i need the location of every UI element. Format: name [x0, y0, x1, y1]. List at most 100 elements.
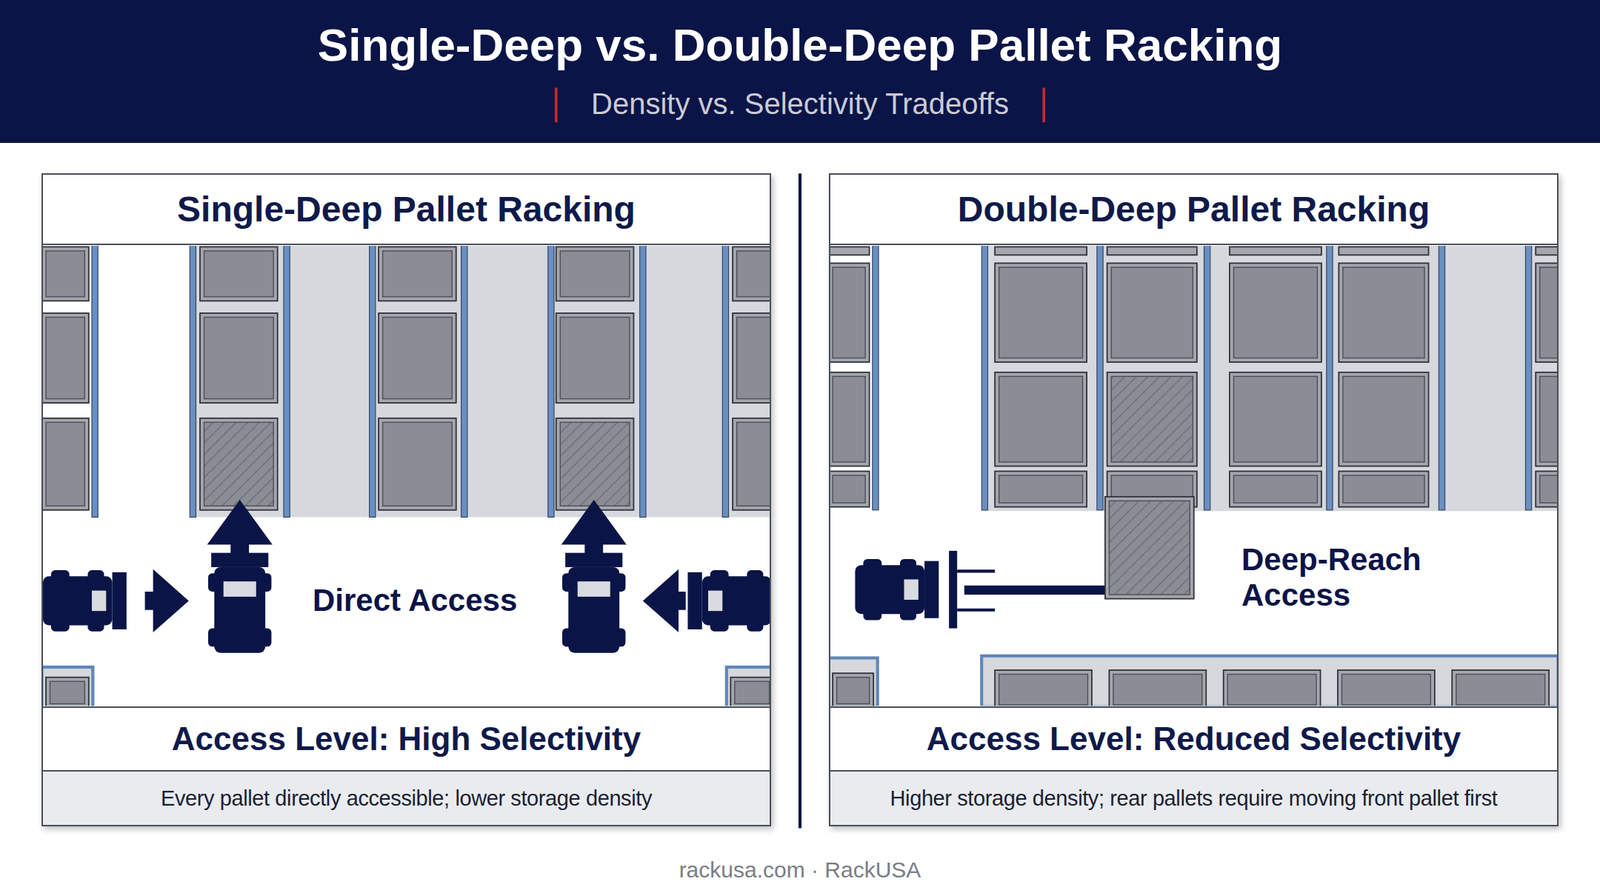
direction-arrow: [561, 500, 627, 555]
pallet: [829, 262, 870, 363]
pallet: [994, 246, 1087, 255]
panel-heading-band: Double-Deep Pallet Racking: [830, 174, 1558, 246]
pallet: [1338, 372, 1429, 467]
pallet: [1535, 372, 1558, 467]
pallet: [42, 313, 89, 403]
pallet-top: [999, 674, 1089, 706]
subtitle: Density vs. Selectivity Tradeoffs: [414, 86, 1186, 121]
pallet-top: [1456, 674, 1546, 706]
pallet-top: [999, 267, 1083, 359]
forklift-wheels: [562, 628, 626, 648]
rack-panel: Double-Deep Pallet RackingAccess Level: …: [828, 173, 1559, 827]
panel-heading-band: Single-Deep Pallet Racking: [42, 174, 770, 246]
pallet: [994, 262, 1087, 363]
rack-upright: [548, 245, 555, 518]
description-band: Every pallet directly accessible; lower …: [42, 770, 770, 826]
pallet: [1107, 372, 1198, 467]
direction-arrow: [145, 569, 189, 633]
description-band: Higher storage density; rear pallets req…: [830, 770, 1558, 826]
rack-upright: [1438, 245, 1445, 511]
forklift-mast: [211, 553, 269, 568]
reach-arm: [957, 608, 995, 612]
pallet-top: [1227, 674, 1317, 706]
callout-label: Deep-Reach Access: [1238, 540, 1467, 616]
pallet: [378, 246, 457, 301]
forklift-seat: [708, 591, 723, 612]
pallet: [1107, 262, 1198, 363]
forklift-mast: [924, 561, 939, 619]
pallet: [1229, 262, 1322, 363]
forklift: [561, 500, 627, 654]
pallet: [1337, 670, 1435, 706]
callout-label: Direct Access: [309, 581, 520, 620]
forklift-wheels: [746, 570, 763, 632]
pallet-top: [560, 422, 630, 506]
band-text: Access Level: High Selectivity: [171, 720, 641, 758]
rack-upright: [461, 245, 468, 518]
forklift-wheels: [862, 559, 882, 621]
panel-heading: Single-Deep Pallet Racking: [177, 188, 636, 230]
pallet: [994, 372, 1087, 467]
pallet-top: [49, 681, 85, 704]
rack-upright: [1326, 245, 1333, 511]
pallet-top: [832, 475, 866, 503]
forklift: [854, 559, 939, 621]
pallet: [1108, 670, 1206, 706]
single-deep-illustration: [42, 245, 771, 706]
pallet-top: [832, 267, 866, 359]
pallet-top: [1342, 475, 1425, 503]
pallet-top: [204, 317, 275, 399]
pallet: [1535, 471, 1558, 507]
pallet: [829, 372, 870, 467]
rack-frame: [42, 667, 93, 706]
pallet: [1451, 670, 1549, 706]
pallet: [556, 246, 635, 301]
pallet: [42, 246, 89, 301]
pallet: [832, 673, 874, 706]
pallet: [994, 670, 1092, 706]
forklift-seat: [904, 579, 919, 600]
rack-upright: [1525, 245, 1532, 511]
band-text: Higher storage density; rear pallets req…: [890, 786, 1498, 812]
forklift-seat: [223, 581, 257, 598]
pallet-top: [1540, 376, 1558, 463]
pallet: [730, 677, 771, 707]
pallet-top: [999, 475, 1083, 503]
forklift-wheels: [208, 628, 272, 648]
pallet-top: [560, 251, 630, 298]
pallet-top: [1111, 267, 1193, 359]
pallet-top: [1233, 267, 1318, 359]
pallet-top: [1113, 674, 1203, 706]
rack-upright: [872, 245, 879, 511]
pallet: [1223, 670, 1321, 706]
rack-upright: [722, 245, 729, 518]
pallet: [378, 313, 457, 403]
direction-arrow: [207, 500, 273, 555]
rack-upright: [189, 245, 196, 518]
rack-upright: [91, 245, 98, 518]
band-text: Every pallet directly accessible; lower …: [160, 786, 652, 812]
pallet-top: [1342, 267, 1425, 359]
pallet-top: [1341, 674, 1431, 706]
divider: [798, 173, 802, 829]
pallet-top: [737, 317, 771, 399]
forklift-mast: [948, 551, 958, 629]
header-bar: [0, 0, 1600, 143]
pallet-top: [382, 317, 453, 399]
pallet: [1229, 471, 1322, 507]
pallet-top: [1233, 475, 1318, 503]
title: Single-Deep vs. Double-Deep Pallet Racki…: [0, 13, 1600, 78]
pallet-top: [45, 422, 85, 506]
pallet-top: [1342, 376, 1425, 463]
pallet: [1107, 246, 1198, 255]
forklift-seat: [577, 581, 611, 598]
pallet-top: [382, 251, 453, 298]
pallet: [732, 313, 771, 403]
forklift-mast: [112, 572, 127, 630]
pallet-top: [204, 422, 275, 506]
access-level-band: Access Level: High Selectivity: [42, 706, 770, 771]
forklift-seat: [91, 591, 106, 612]
rack-upright: [640, 245, 646, 518]
pallet-top: [45, 251, 85, 298]
pallet: [45, 677, 89, 707]
